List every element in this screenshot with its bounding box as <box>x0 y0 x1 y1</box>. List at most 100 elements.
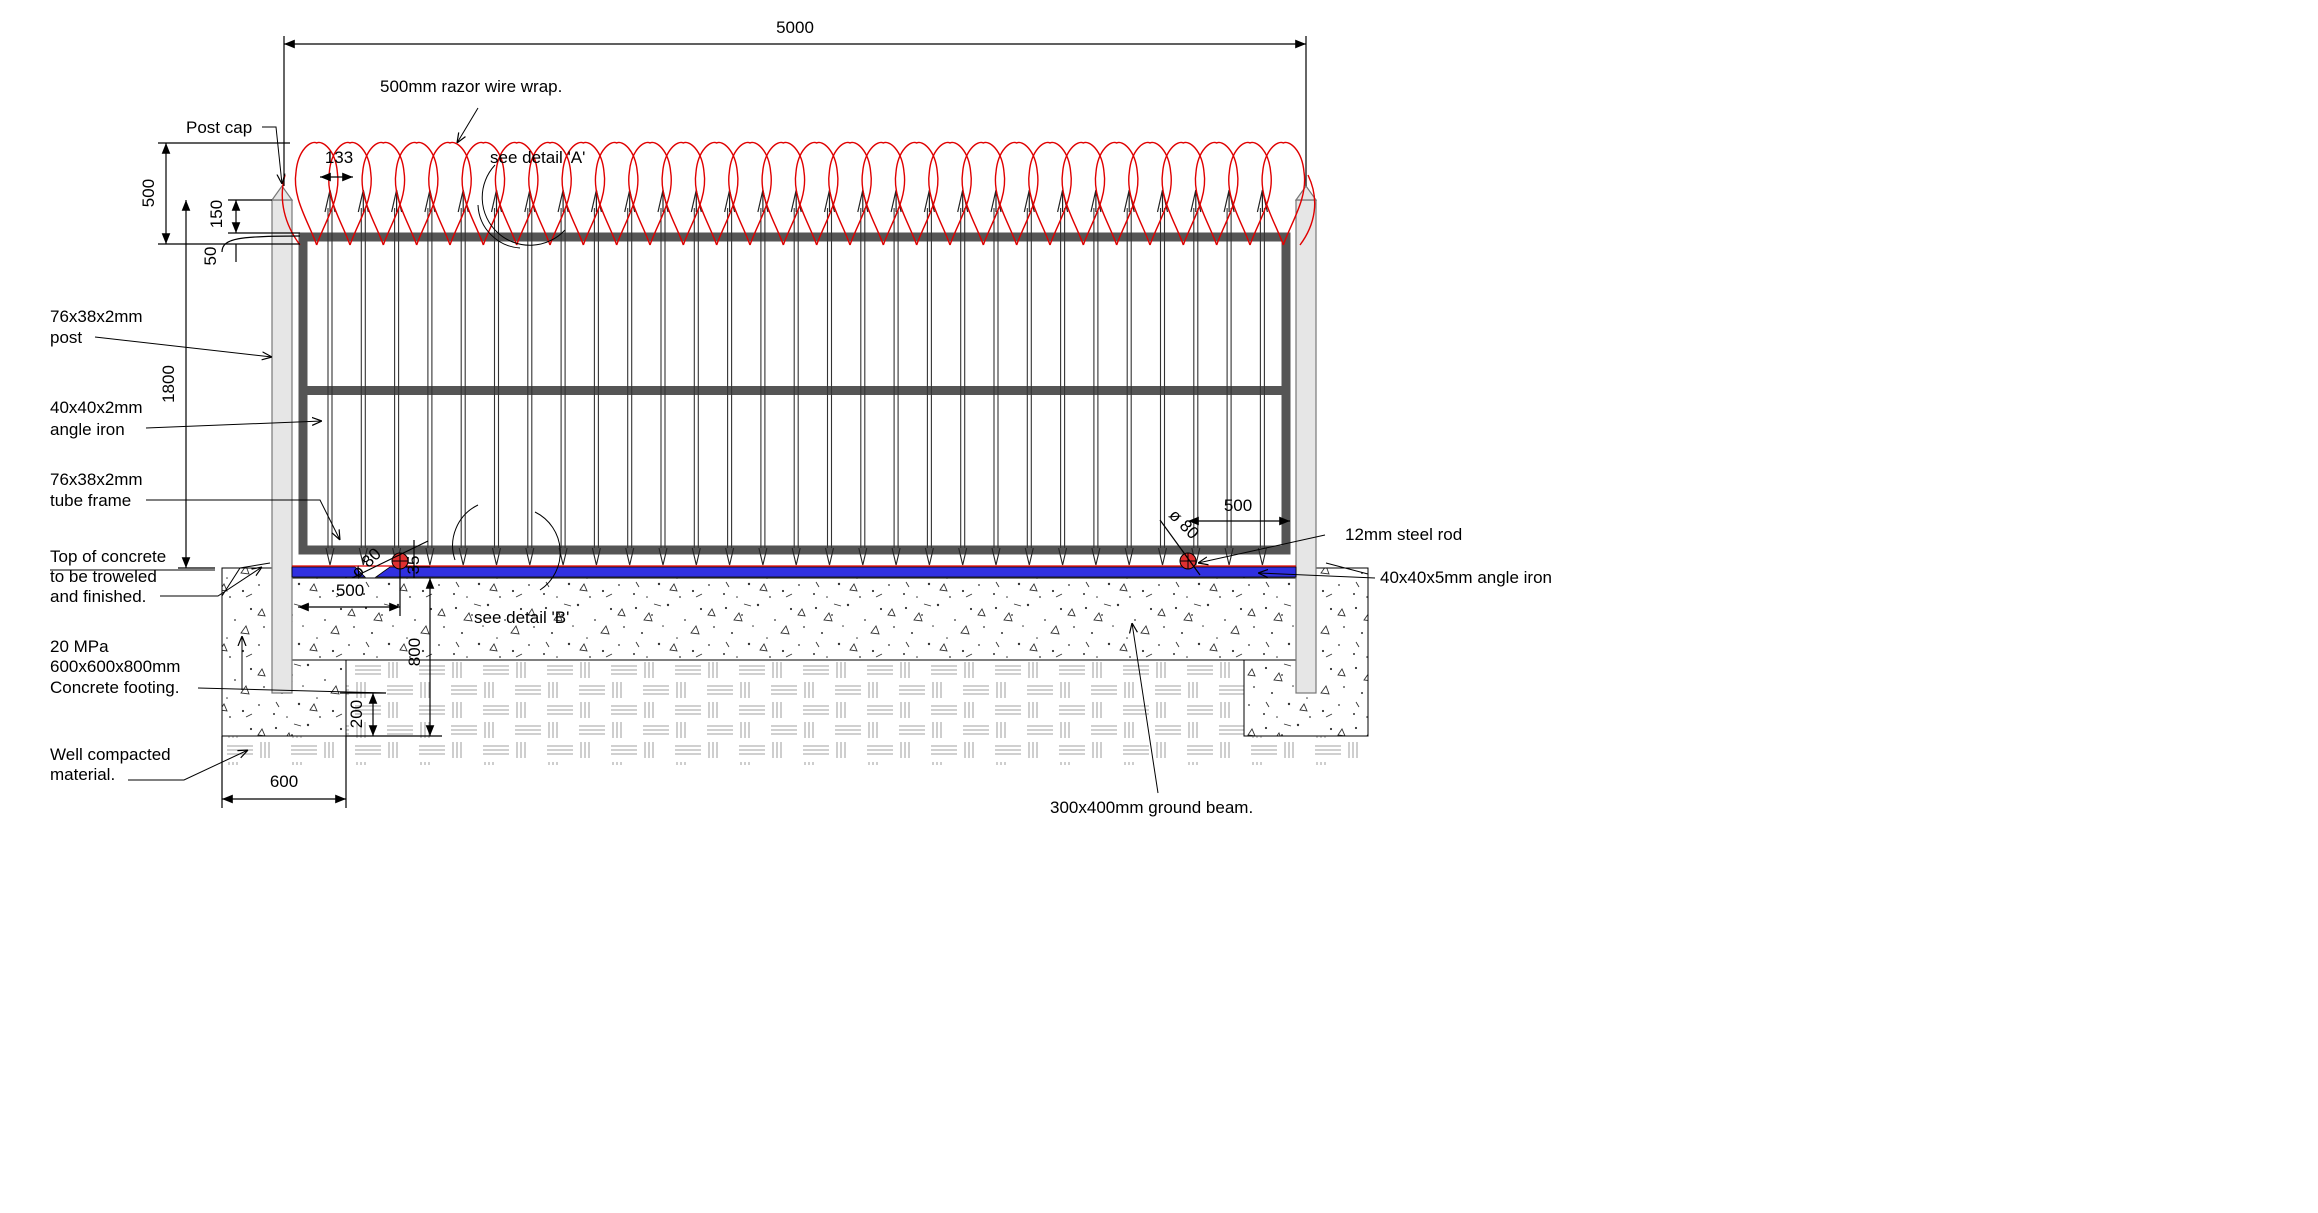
wire-loop <box>328 141 372 246</box>
detail-markers <box>452 164 566 591</box>
pale <box>690 189 702 566</box>
right-post <box>1295 199 1317 694</box>
pale <box>657 189 669 566</box>
wire-loop <box>828 141 872 246</box>
footing-label-1: 20 MPa <box>50 637 109 656</box>
labels: 5000 500mm razor wire wrap. Post cap 133… <box>50 18 1552 817</box>
footing-label-2: 600x600x800mm <box>50 657 180 676</box>
pale <box>1156 189 1169 566</box>
angle-bottom-label: 40x40x5mm angle iron <box>1380 568 1552 587</box>
post-label-1: 76x38x2mm <box>50 307 143 326</box>
dim-50: 50 <box>201 247 220 266</box>
pale <box>324 189 336 566</box>
right-footing-top <box>1325 562 1369 598</box>
wire-loop <box>361 141 406 246</box>
left-footing-top <box>221 562 271 597</box>
pale <box>790 189 802 566</box>
wire-loop <box>294 141 339 246</box>
compacted-label-1: Well compacted <box>50 745 171 764</box>
right-post-cap <box>1294 184 1318 201</box>
ground-beam-label: 300x400mm ground beam. <box>1050 798 1253 817</box>
wire-loop <box>528 141 572 246</box>
pale <box>524 189 536 566</box>
razor-wire-label: 500mm razor wire wrap. <box>380 77 562 96</box>
detail-b-arc <box>452 504 479 561</box>
footing-label-3: Concrete footing. <box>50 678 179 697</box>
wire-loop <box>994 141 1039 246</box>
left-rod-cross <box>392 553 408 569</box>
dim-150: 150 <box>207 200 226 228</box>
pale <box>990 189 1002 566</box>
dim-500-right: 500 <box>1224 496 1252 515</box>
detail-a-arc <box>481 164 566 246</box>
dim-dia-right: ø 80 <box>1165 505 1202 542</box>
bottom-angle-iron <box>291 552 1297 578</box>
compacted-label-2: material. <box>50 765 115 784</box>
dim-1800: 1800 <box>159 365 178 403</box>
angle-label-1: 40x40x2mm <box>50 398 143 417</box>
pale <box>857 189 869 566</box>
tube-label-2: tube frame <box>50 491 131 510</box>
leader-tube <box>146 499 340 540</box>
wire-loop <box>1194 141 1239 246</box>
pale <box>1190 189 1202 566</box>
dia-left-leader <box>351 540 429 579</box>
leader-concrete <box>160 567 262 597</box>
wire-loop <box>928 141 972 246</box>
dim-500-vertical: 500 <box>139 179 158 207</box>
pale <box>424 189 436 566</box>
wire-loop <box>1028 141 1072 246</box>
leader-compacted <box>128 750 248 781</box>
detail-b-label: see detail 'B' <box>474 608 569 627</box>
compacted-material <box>222 660 1368 765</box>
ground-beam <box>291 577 1303 661</box>
leader-angle <box>145 421 322 429</box>
ground-layer <box>221 562 1369 765</box>
pale <box>757 189 769 566</box>
detail-a-arc-2 <box>477 204 521 249</box>
wire-loop <box>894 141 939 246</box>
wire-loop <box>1094 141 1139 246</box>
pale <box>823 189 836 566</box>
leader-lines <box>50 107 1376 794</box>
wire-loop <box>394 141 439 246</box>
pale <box>357 189 369 566</box>
wire-loop <box>1228 141 1272 246</box>
leader-footing <box>197 687 387 694</box>
pale <box>457 189 469 566</box>
dim-800: 800 <box>405 638 424 666</box>
pale <box>923 189 935 566</box>
leader-razor <box>457 107 479 143</box>
wire-loop <box>428 141 472 246</box>
wire-loop <box>861 141 906 246</box>
wire-loop <box>1161 141 1206 246</box>
steel-rod-label: 12mm steel rod <box>1345 525 1462 544</box>
detail-b-arc-2 <box>534 511 561 591</box>
right-rod-cross <box>1180 553 1196 569</box>
wire-loop <box>494 141 539 246</box>
pale <box>1090 189 1102 566</box>
bottom-angle-left <box>291 566 366 578</box>
dim-5000: 5000 <box>776 18 814 37</box>
dim-600: 600 <box>270 772 298 791</box>
leader-steel-rod <box>1198 534 1326 563</box>
pale <box>391 189 403 566</box>
dia-right-leader <box>1159 519 1201 576</box>
wire-loop <box>461 141 506 246</box>
pale <box>1123 189 1135 566</box>
dim-500-left: 500 <box>336 581 364 600</box>
pale <box>624 189 636 566</box>
pale <box>724 189 736 566</box>
concrete-label-1: Top of concrete <box>50 547 166 566</box>
leader-ground-beam <box>1132 623 1159 794</box>
concrete-label-2: to be troweled <box>50 567 157 586</box>
pale <box>557 189 569 566</box>
tube-label-1: 76x38x2mm <box>50 470 143 489</box>
wire-loop <box>1261 141 1306 246</box>
wire-loop <box>594 141 639 246</box>
palisade-pales <box>324 189 1268 566</box>
pale <box>890 189 902 566</box>
post-cap-label: Post cap <box>186 118 252 137</box>
pale <box>957 189 969 566</box>
pale <box>1057 189 1069 566</box>
